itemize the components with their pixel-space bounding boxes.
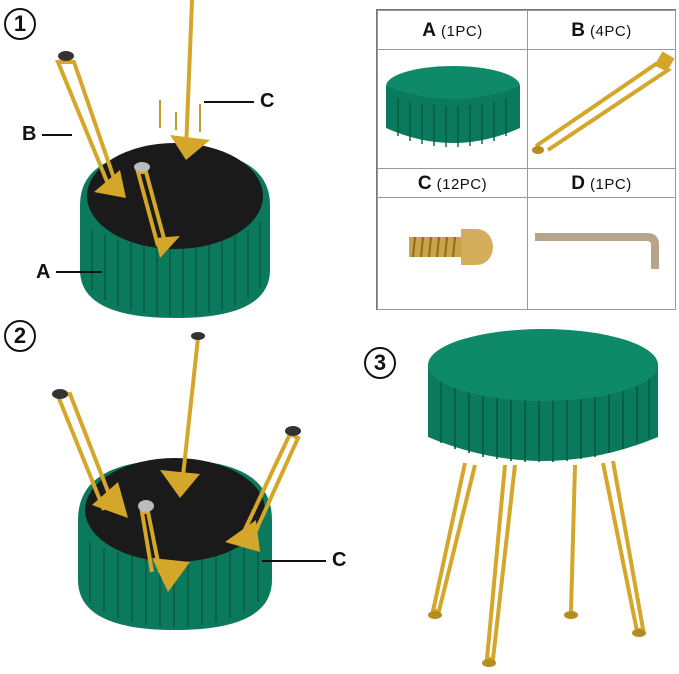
- step-3-badge: 3: [364, 347, 396, 379]
- part-cell-a: A (1PC): [377, 10, 528, 50]
- callout-c-top: C: [260, 90, 275, 112]
- step-1-badge: 1: [4, 8, 36, 40]
- callout-c-step2: C: [332, 549, 347, 571]
- allen-key-icon: [535, 233, 659, 269]
- leader-line-c-top: [204, 101, 254, 103]
- hairpin-leg-icon: [532, 51, 675, 154]
- leader-line-a: [56, 271, 102, 273]
- part-cell-b: B (4PC): [527, 10, 676, 50]
- step-3-illustration: [428, 329, 658, 667]
- step-2-illustration: [52, 332, 301, 630]
- callout-a: A: [36, 261, 51, 283]
- callout-b: B: [22, 123, 37, 145]
- leader-line-b: [42, 134, 72, 136]
- screw-icon: [409, 229, 493, 265]
- part-cell-c: C (12PC): [377, 168, 528, 198]
- ottoman-seat-icon: [386, 66, 520, 147]
- leader-line-c-step2: [262, 560, 326, 562]
- step-2-badge: 2: [4, 320, 36, 352]
- part-cell-d: D (1PC): [527, 168, 676, 198]
- step-1-illustration: [55, 0, 270, 318]
- part-image-d: [527, 197, 676, 310]
- parts-table: A (1PC) B (4PC) C (12PC) D (1PC): [376, 9, 676, 310]
